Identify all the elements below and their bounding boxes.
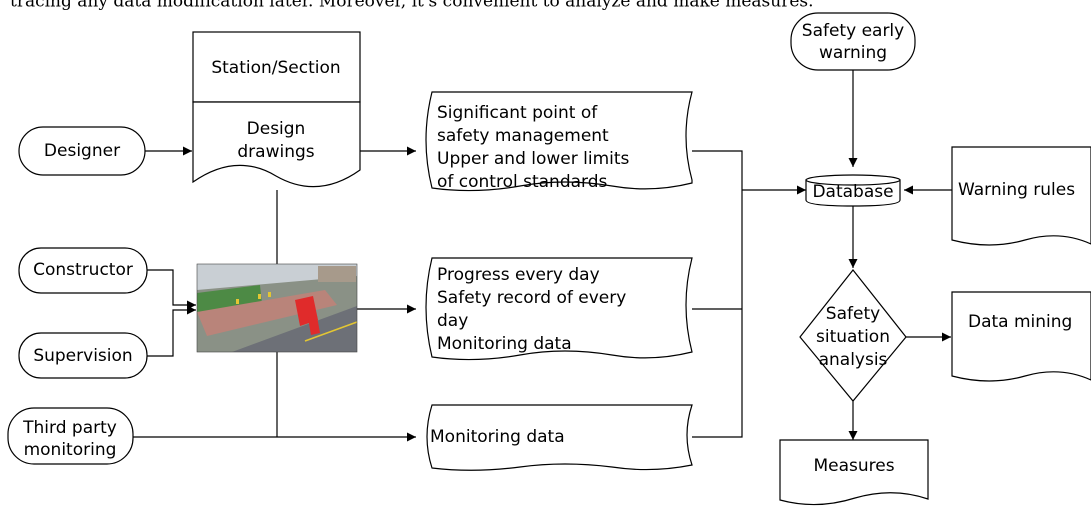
doc-bottom-label: Monitoring data (430, 427, 565, 447)
constructor-label: Constructor (33, 260, 133, 280)
design-drawings-line2: drawings (237, 142, 314, 162)
designer-terminator: Designer (18, 126, 146, 176)
third-party-label-line1: Third party (22, 418, 117, 438)
doc-top-line1: Significant point of (437, 103, 598, 123)
doc-top-line4: of control standards (437, 172, 608, 192)
measures-label: Measures (813, 456, 894, 476)
doc-top-line2: safety management (437, 126, 609, 146)
warning-rules-label: Warning rules (958, 180, 1075, 200)
construction-site-image (196, 263, 358, 353)
designer-label: Designer (44, 141, 120, 161)
connectors (133, 70, 952, 442)
station-section-label: Station/Section (211, 58, 340, 78)
safety-early-warning-terminator: Safety early warning (790, 12, 916, 71)
database-cylinder: Database (805, 174, 901, 207)
safety-standards-document: Significant point of safety management U… (425, 91, 693, 192)
measures-document: Measures (779, 439, 929, 506)
third-party-terminator: Third party monitoring (7, 407, 134, 465)
supervision-label: Supervision (33, 346, 132, 366)
doc-top-line3: Upper and lower limits (437, 149, 630, 169)
safety-analysis-decision: Safety situation analysis (799, 269, 907, 402)
third-party-label-line2: monitoring (24, 440, 117, 460)
warning-rules-document: Warning rules (951, 146, 1091, 246)
doc-middle-line1: Progress every day (437, 265, 600, 285)
progress-record-document: Progress every day Safety record of ever… (425, 257, 693, 361)
decision-line1: Safety (826, 304, 880, 324)
clipped-caption-text: tracing any data modification later. Mor… (10, 0, 814, 12)
arrow-constructor-to-photo (147, 269, 196, 310)
supervision-terminator: Supervision (18, 332, 148, 379)
safety-warning-line2: warning (819, 43, 887, 63)
database-label: Database (812, 182, 893, 202)
doc-middle-line3: day (437, 311, 468, 331)
collector-line (692, 150, 743, 438)
station-section-box: Station/Section (192, 31, 361, 103)
doc-middle-line2: Safety record of every (437, 288, 626, 308)
design-drawings-line1: Design (247, 119, 306, 139)
safety-warning-line1: Safety early (802, 21, 904, 41)
monitoring-data-document: Monitoring data (426, 404, 693, 471)
data-mining-document: Data mining (951, 291, 1091, 382)
decision-line2: situation (816, 327, 890, 347)
data-mining-label: Data mining (968, 312, 1072, 332)
arrow-supervision-to-photo (147, 305, 196, 357)
doc-middle-line4: Monitoring data (437, 334, 572, 354)
decision-line3: analysis (819, 350, 888, 370)
design-drawings-document: Design drawings (192, 101, 361, 188)
constructor-terminator: Constructor (18, 247, 148, 294)
